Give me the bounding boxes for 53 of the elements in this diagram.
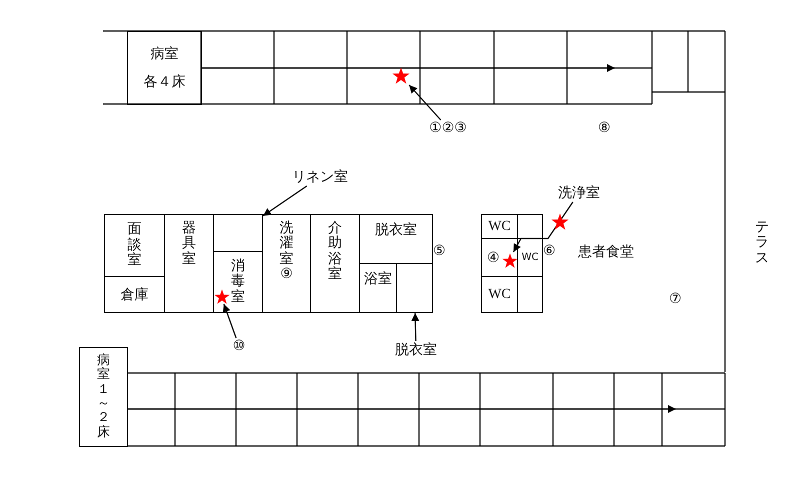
room-label: 各４床 bbox=[144, 73, 186, 91]
room-label: 病室１～２床 bbox=[97, 354, 110, 440]
room-box bbox=[359, 214, 433, 264]
room-label: 器具室 bbox=[182, 221, 196, 268]
room-label: 洗濯室 bbox=[280, 221, 294, 268]
arrow bbox=[128, 405, 676, 413]
arrow bbox=[222, 304, 237, 338]
toilet-box bbox=[481, 276, 518, 313]
ward-room-box bbox=[127, 31, 202, 105]
toilet-box bbox=[481, 214, 518, 239]
room-box bbox=[104, 276, 165, 313]
room-box bbox=[164, 214, 214, 313]
toilet-box bbox=[481, 238, 518, 277]
room-label: テラス bbox=[755, 220, 769, 266]
room-label: 患者食堂 bbox=[578, 243, 634, 261]
room-box bbox=[104, 214, 165, 277]
room-label: 病室 bbox=[150, 45, 178, 63]
room-box bbox=[396, 263, 433, 313]
star-icon bbox=[214, 289, 230, 305]
callout-number: ①②③ bbox=[425, 120, 471, 136]
room-label: 浴室 bbox=[364, 270, 392, 288]
arrow bbox=[202, 64, 615, 72]
arrow bbox=[512, 202, 574, 252]
room-box bbox=[310, 214, 360, 313]
arrow bbox=[411, 312, 420, 342]
room-label: 倉庫 bbox=[120, 286, 148, 304]
room-label: ⑨ bbox=[280, 267, 294, 283]
room-box bbox=[262, 214, 311, 313]
callout-number: ⑧ bbox=[598, 120, 611, 136]
callout-number: ⑦ bbox=[669, 291, 682, 307]
callout-number: ⑥ bbox=[543, 243, 556, 259]
room-label: 消毒室 bbox=[231, 258, 245, 306]
room-label: ④ bbox=[487, 250, 500, 266]
room-label: WC bbox=[488, 286, 511, 302]
room-label: 脱衣室 bbox=[375, 221, 417, 239]
room-label: 洗浄室 bbox=[557, 184, 601, 202]
star-icon bbox=[392, 67, 410, 85]
ward-room-box bbox=[79, 347, 128, 447]
arrow bbox=[262, 186, 308, 216]
room-label: WC bbox=[488, 218, 511, 234]
callout-number: ⑩ bbox=[229, 338, 249, 354]
room-label: 介助浴室 bbox=[328, 221, 342, 283]
room-label: 面談室 bbox=[128, 222, 142, 269]
callout-number: ⑤ bbox=[433, 243, 446, 259]
toilet-box bbox=[517, 214, 543, 239]
toilet-box bbox=[517, 238, 543, 277]
room-label: 脱衣室 bbox=[392, 341, 440, 359]
room-label: リネン室 bbox=[285, 168, 355, 186]
star-icon bbox=[551, 213, 569, 231]
arrow bbox=[408, 84, 442, 120]
room-label: WC bbox=[522, 252, 538, 263]
star-icon bbox=[502, 253, 518, 269]
toilet-box bbox=[517, 276, 543, 313]
